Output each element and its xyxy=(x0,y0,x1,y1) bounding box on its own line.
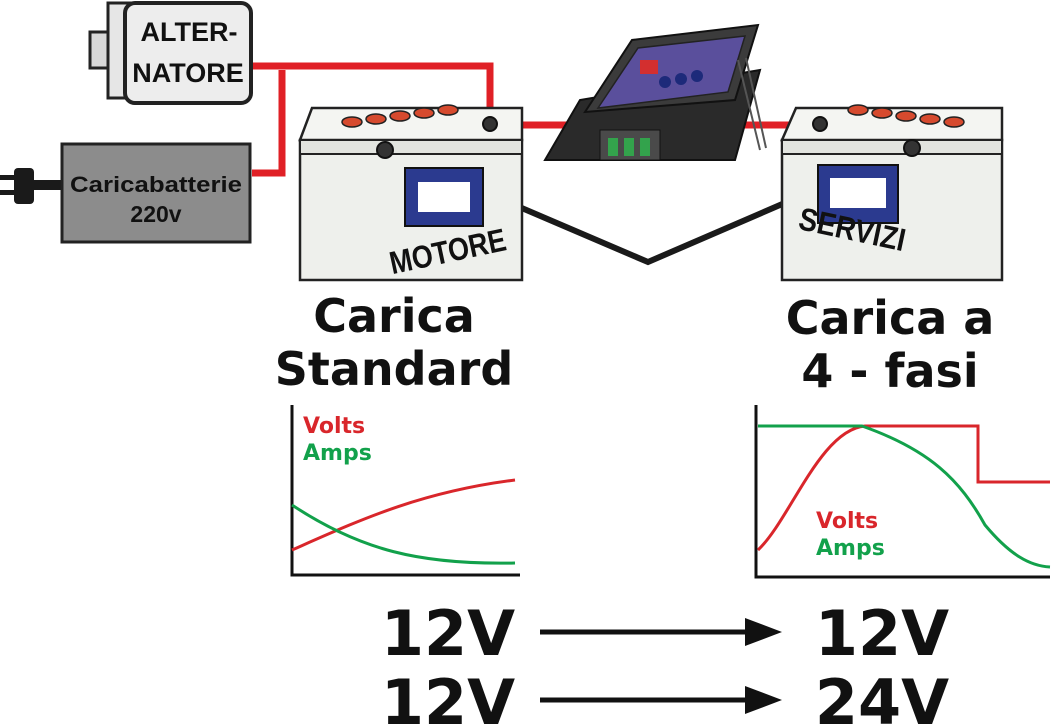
right-chart-axes xyxy=(754,405,1050,579)
charger: Caricabatterie 220v xyxy=(0,142,252,244)
charger-label-line1: Caricabatterie xyxy=(70,172,242,197)
plug-icon xyxy=(0,168,62,204)
alternator: ALTER- NATORE xyxy=(88,1,253,105)
right-amps-curve xyxy=(758,424,1051,569)
right-heading-line1: Carica a xyxy=(786,291,995,345)
left-heading-line2: Standard xyxy=(275,342,514,396)
service-battery-terminal xyxy=(903,139,921,157)
right-chart: Volts Amps xyxy=(754,405,1051,579)
right-amps-label: Amps xyxy=(816,536,885,561)
alternator-wire xyxy=(252,62,582,129)
conversion-to-2: 24V xyxy=(815,666,949,727)
charger-label-line2: 220v xyxy=(130,201,181,227)
left-amps-label: Amps xyxy=(303,441,372,466)
service-battery-caps xyxy=(847,104,965,128)
conversion-from-1: 12V xyxy=(381,597,515,670)
engine-battery: MOTORE xyxy=(298,104,524,282)
alternator-label-line1: ALTER- xyxy=(141,17,238,47)
left-chart: Volts Amps xyxy=(290,405,520,577)
arrow-head-2 xyxy=(745,686,782,714)
alternator-label-line2: NATORE xyxy=(132,58,244,88)
engine-battery-terminal xyxy=(376,141,394,159)
conversion-row-1: 12V 12V xyxy=(381,597,949,670)
charger-wire xyxy=(252,70,286,177)
arrow-head-1 xyxy=(745,618,782,646)
right-heading-line2: 4 - fasi xyxy=(801,344,978,398)
conversion-to-1: 12V xyxy=(815,597,949,670)
service-battery: SERVIZI xyxy=(780,104,1004,282)
left-volts-curve xyxy=(291,478,516,552)
dcdc-terminal-block xyxy=(608,138,650,156)
left-amps-curve xyxy=(291,503,516,565)
conversion-row-2: 12V 24V xyxy=(381,666,949,727)
left-heading-line1: Carica xyxy=(313,289,475,343)
left-volts-label: Volts xyxy=(303,414,365,439)
right-volts-label: Volts xyxy=(816,509,878,534)
conversion-from-2: 12V xyxy=(381,666,515,727)
dcdc-charger-unit xyxy=(543,23,767,161)
engine-battery-caps xyxy=(341,104,459,128)
left-chart-axes xyxy=(290,405,520,577)
